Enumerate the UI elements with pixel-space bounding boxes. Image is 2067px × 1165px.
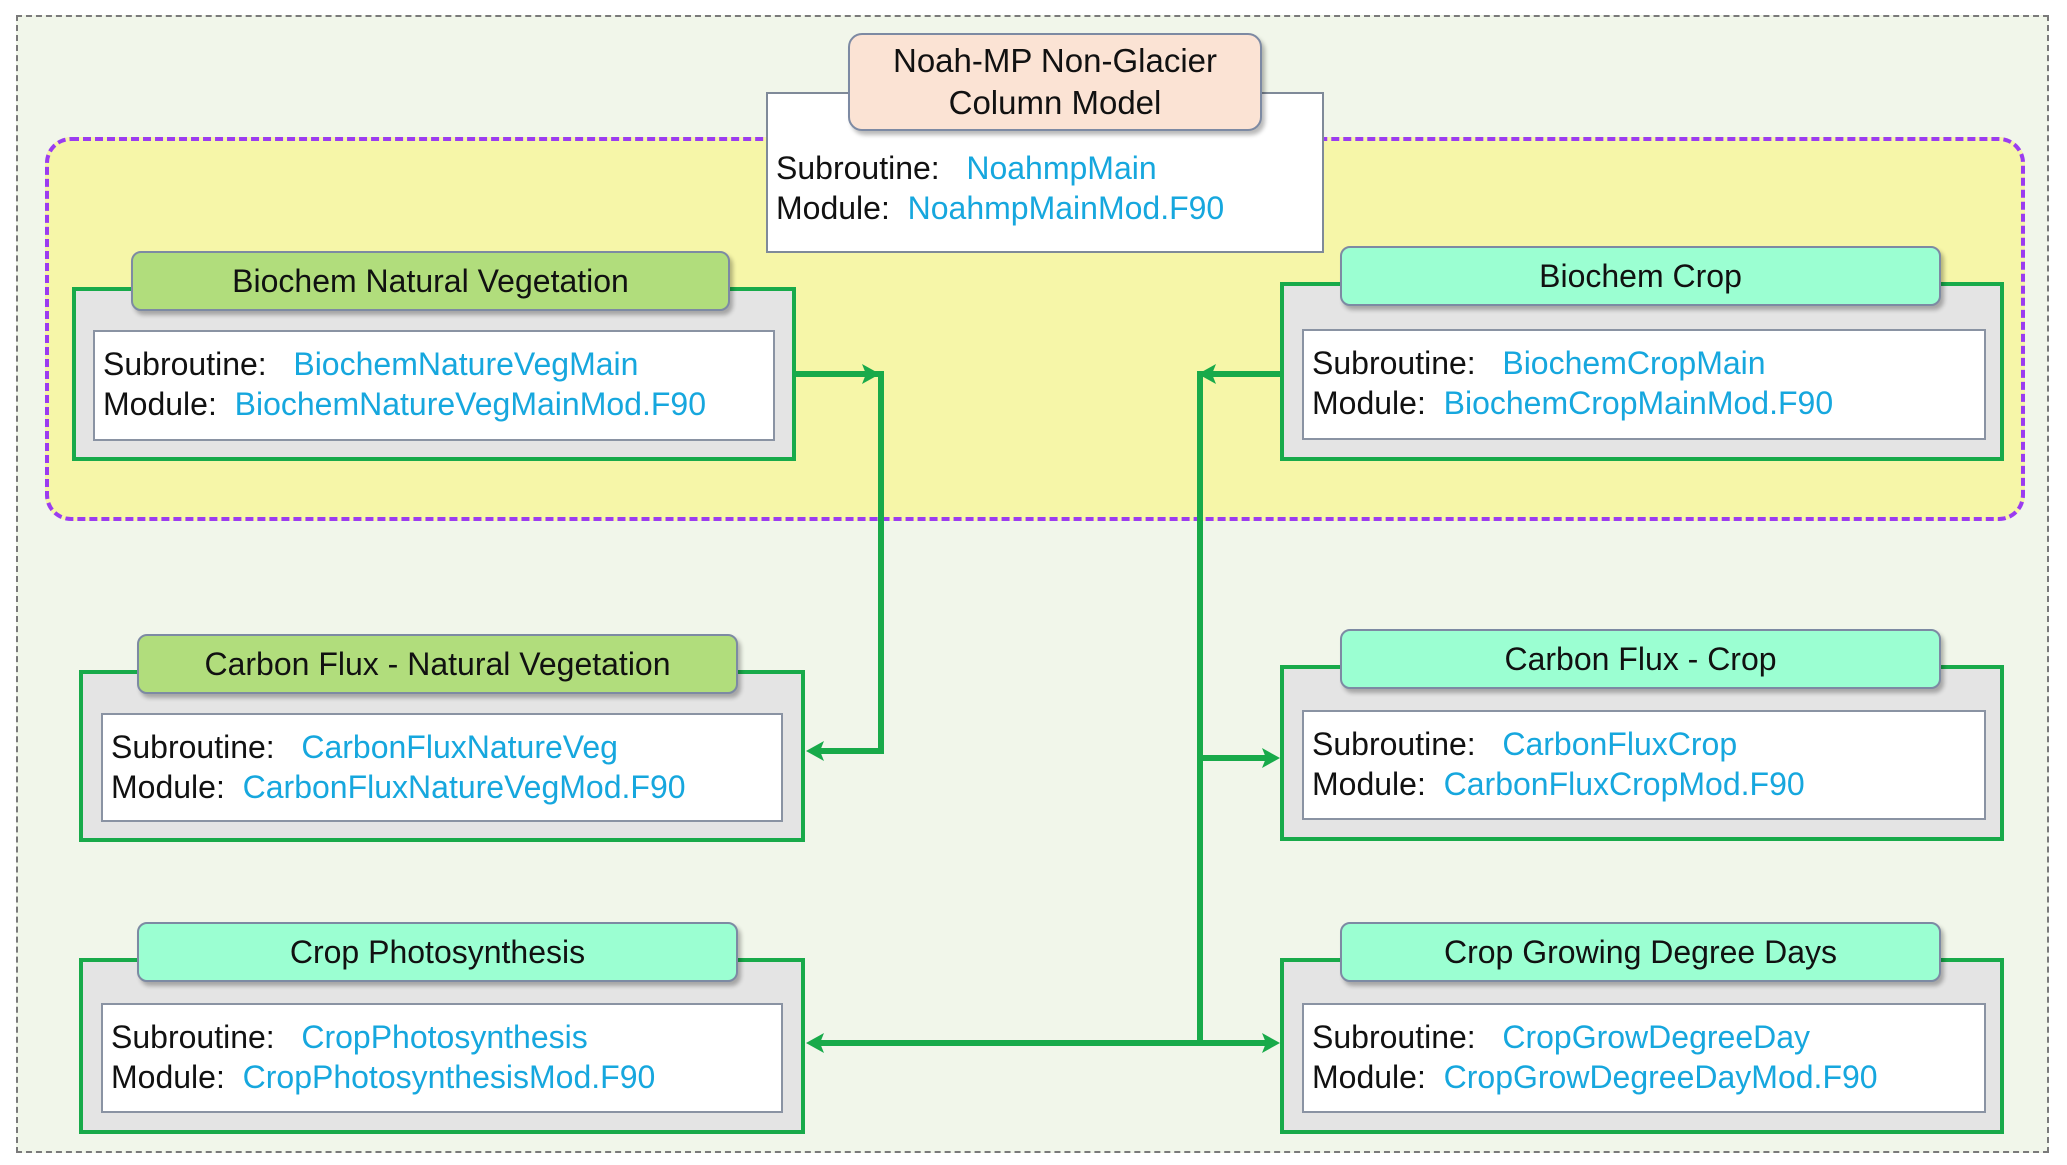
module-file: CropPhotosynthesisMod.F90	[242, 1059, 656, 1095]
module-line: Module: BiochemCropMainMod.F90	[1312, 385, 1833, 422]
arrowhead-left-icon	[806, 741, 824, 761]
subroutine-line: Subroutine: CropGrowDegreeDay	[1312, 1019, 1810, 1056]
subroutine-name: BiochemCropMain	[1502, 345, 1766, 381]
subroutine-label: Subroutine:	[1312, 345, 1476, 381]
subroutine-name: CarbonFluxNatureVeg	[301, 729, 618, 765]
subroutine-name: CropGrowDegreeDay	[1502, 1019, 1811, 1055]
subroutine-line: Subroutine: BiochemNatureVegMain	[103, 346, 638, 383]
module-file: BiochemCropMainMod.F90	[1443, 385, 1834, 421]
module-info-box: Subroutine: BiochemNatureVegMain Module:…	[93, 330, 775, 441]
module-label: Module:	[103, 386, 217, 422]
arrowhead-right-icon	[1262, 748, 1280, 768]
top-title-line2: Column Model	[948, 84, 1162, 121]
top-title-line1: Noah-MP Non-Glacier	[892, 42, 1217, 79]
module-title: Biochem Natural Vegetation	[131, 251, 730, 311]
top-model-title: Noah-MP Non-Glacier Column Model	[848, 33, 1262, 131]
subroutine-label: Subroutine:	[1312, 1019, 1476, 1055]
arrowhead-right-icon	[862, 364, 880, 384]
module-title: Biochem Crop	[1340, 246, 1941, 306]
module-line: Module: CropGrowDegreeDayMod.F90	[1312, 1059, 1878, 1096]
module-info-box: Subroutine: CarbonFluxCrop Module: Carbo…	[1302, 710, 1986, 820]
module-line: Module: CarbonFluxCropMod.F90	[1312, 766, 1805, 803]
module-label: Module:	[1312, 1059, 1426, 1095]
subroutine-line: Subroutine: CropPhotosynthesis	[111, 1019, 588, 1056]
subroutine-label: Subroutine:	[776, 150, 940, 186]
top-subroutine-line: Subroutine: NoahmpMain	[776, 150, 1157, 187]
module-info-box: Subroutine: BiochemCropMain Module: Bioc…	[1302, 329, 1986, 440]
subroutine-label: Subroutine:	[111, 1019, 275, 1055]
module-label: Module:	[776, 190, 890, 226]
module-crop-growing-degree-days: Subroutine: CropGrowDegreeDay Module: Cr…	[1280, 958, 2004, 1134]
subroutine-label: Subroutine:	[111, 729, 275, 765]
subroutine-label: Subroutine:	[103, 346, 267, 382]
module-carbon-flux-natural-vegetation: Subroutine: CarbonFluxNatureVeg Module: …	[79, 670, 805, 842]
module-title: Carbon Flux - Crop	[1340, 629, 1941, 689]
module-title: Crop Growing Degree Days	[1340, 922, 1941, 982]
module-title: Carbon Flux - Natural Vegetation	[137, 634, 738, 694]
module-info-box: Subroutine: CarbonFluxNatureVeg Module: …	[101, 713, 783, 822]
subroutine-line: Subroutine: CarbonFluxCrop	[1312, 726, 1737, 763]
arrowhead-left-icon	[1198, 364, 1216, 384]
natural-veg-to-carbon-flux-connector	[796, 371, 884, 754]
top-subroutine-name: NoahmpMain	[966, 150, 1157, 186]
subroutine-line: Subroutine: CarbonFluxNatureVeg	[111, 729, 618, 766]
module-label: Module:	[111, 769, 225, 805]
module-file: BiochemNatureVegMainMod.F90	[234, 386, 706, 422]
arrowhead-left-icon	[806, 1033, 824, 1053]
module-biochem-natural-vegetation: Subroutine: BiochemNatureVegMain Module:…	[72, 287, 796, 461]
module-label: Module:	[1312, 766, 1426, 802]
module-title: Crop Photosynthesis	[137, 922, 738, 982]
module-file: CarbonFluxCropMod.F90	[1443, 766, 1805, 802]
subroutine-name: BiochemNatureVegMain	[293, 346, 639, 382]
arrowhead-right-icon	[1262, 1033, 1280, 1053]
module-biochem-crop: Subroutine: BiochemCropMain Module: Bioc…	[1280, 282, 2004, 461]
subroutine-name: CarbonFluxCrop	[1502, 726, 1738, 762]
subroutine-label: Subroutine:	[1312, 726, 1476, 762]
module-label: Module:	[111, 1059, 225, 1095]
module-line: Module: CarbonFluxNatureVegMod.F90	[111, 769, 686, 806]
module-line: Module: BiochemNatureVegMainMod.F90	[103, 386, 706, 423]
module-line: Module: CropPhotosynthesisMod.F90	[111, 1059, 655, 1096]
subroutine-line: Subroutine: BiochemCropMain	[1312, 345, 1766, 382]
module-info-box: Subroutine: CropGrowDegreeDay Module: Cr…	[1302, 1003, 1986, 1113]
crop-trunk-connector	[1197, 371, 1280, 1043]
top-module-file: NoahmpMainMod.F90	[907, 190, 1225, 226]
module-info-box: Subroutine: CropPhotosynthesis Module: C…	[101, 1003, 783, 1113]
module-crop-photosynthesis: Subroutine: CropPhotosynthesis Module: C…	[79, 958, 805, 1134]
module-file: CarbonFluxNatureVegMod.F90	[242, 769, 686, 805]
module-file: CropGrowDegreeDayMod.F90	[1443, 1059, 1878, 1095]
top-module-line: Module: NoahmpMainMod.F90	[776, 190, 1224, 227]
module-label: Module:	[1312, 385, 1426, 421]
subroutine-name: CropPhotosynthesis	[301, 1019, 588, 1055]
